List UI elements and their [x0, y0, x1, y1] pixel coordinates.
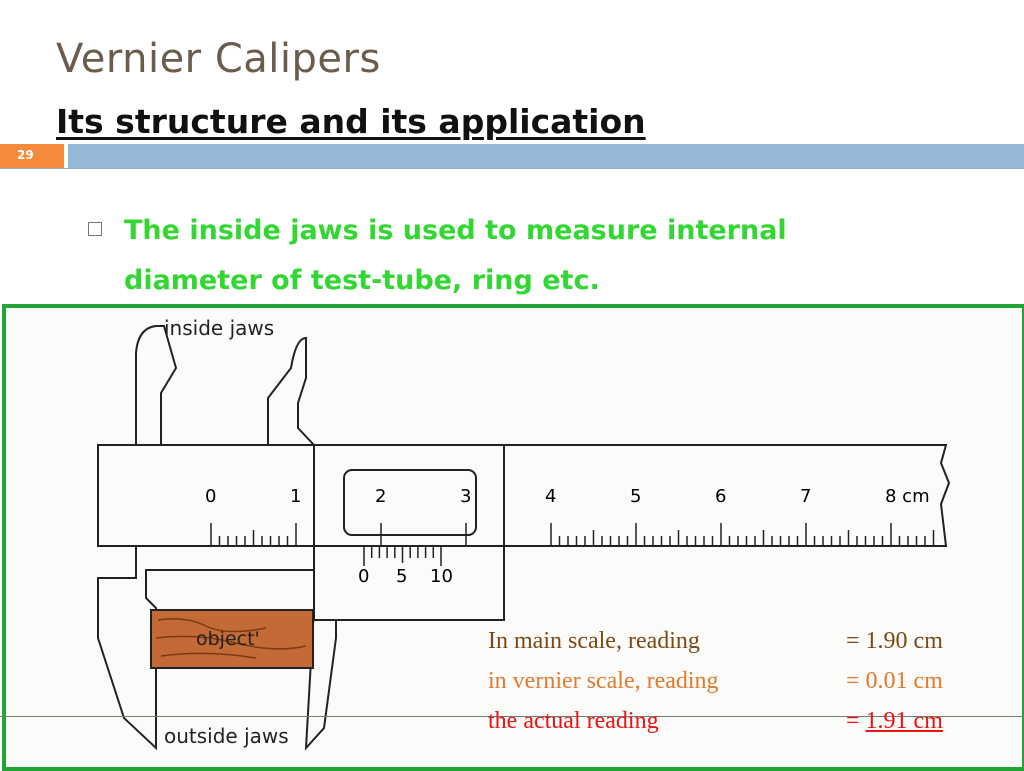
slide-number: 29	[17, 148, 34, 162]
vernier-caliper-diagram	[97, 325, 951, 751]
actual-reading-equals: =	[846, 708, 866, 734]
slide-subtitle: Its structure and its application	[56, 102, 646, 141]
outside-jaws-label: outside jaws	[164, 724, 289, 748]
main-scale-unit-label: 8 cm	[885, 486, 930, 507]
object-label: object'	[196, 628, 260, 650]
bullet-text: The inside jaws is used to measure inter…	[124, 206, 924, 306]
main-scale-number: 2	[375, 486, 387, 507]
header-divider	[0, 168, 1024, 169]
main-scale-number: 1	[290, 486, 302, 507]
main-scale-number: 6	[715, 486, 727, 507]
inside-jaws-label: inside jaws	[164, 316, 275, 340]
header-band-orange	[0, 144, 64, 168]
actual-reading-number: 1.91 cm	[865, 708, 943, 734]
slide-title: Vernier Calipers	[56, 36, 381, 82]
bullet-line-1: The inside jaws is used to measure inter…	[124, 215, 787, 246]
vernier-caliper-figure: inside jaws outside jaws object' 0 1 2 3…	[2, 304, 1024, 771]
vernier-number: 5	[396, 566, 408, 587]
main-scale-reading-label: In main scale, reading	[488, 628, 700, 654]
vernier-scale-ticks	[363, 546, 442, 566]
main-scale-number: 7	[800, 486, 812, 507]
vernier-reading-label: in vernier scale, reading	[488, 668, 719, 694]
main-scale-number: 3	[460, 486, 472, 507]
actual-reading-value: = 1.91 cm	[846, 708, 943, 735]
main-scale-number: 5	[630, 486, 642, 507]
actual-reading-label: the actual reading	[488, 708, 659, 734]
bottom-divider	[0, 716, 1024, 717]
vernier-number: 10	[430, 566, 453, 587]
vernier-reading-value: = 0.01 cm	[846, 668, 943, 694]
main-scale-number: 4	[545, 486, 557, 507]
main-scale-reading-value: = 1.90 cm	[846, 628, 943, 654]
bullet-square-icon	[88, 222, 102, 236]
bullet-line-2: diameter of test-tube, ring etc.	[124, 265, 600, 296]
vernier-number: 0	[358, 566, 370, 587]
header-band-blue	[68, 144, 1024, 168]
main-scale-number: 0	[205, 486, 217, 507]
main-scale-ticks	[210, 523, 935, 546]
